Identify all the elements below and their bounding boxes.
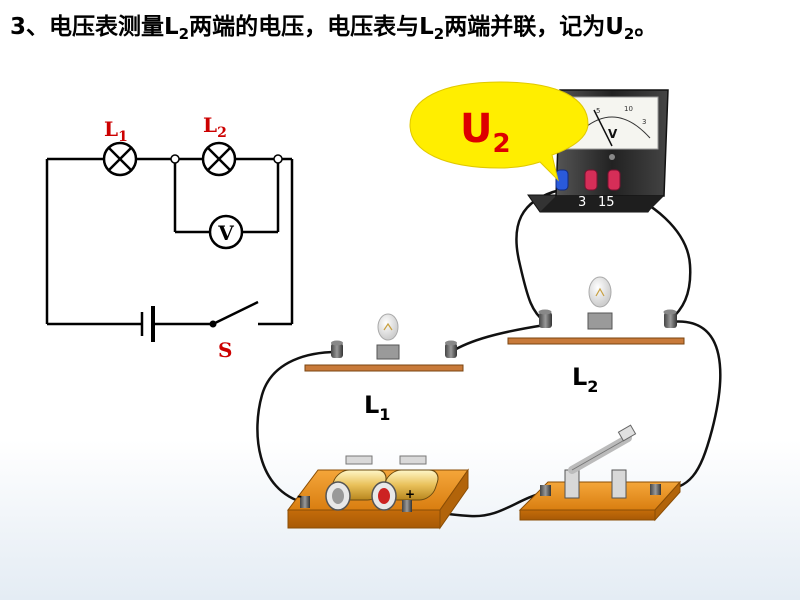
schematic-label-l1: L1 — [104, 117, 128, 145]
meter-needle — [593, 109, 613, 147]
lamp-l2-symbol — [201, 141, 237, 177]
question-number: 3 — [10, 14, 27, 40]
wire — [256, 350, 339, 505]
svg-text:10: 10 — [624, 105, 633, 113]
terminal-label-15: 15 — [598, 195, 615, 210]
junction-dot — [170, 154, 180, 164]
circuit-schematic — [45, 157, 294, 326]
wire — [449, 323, 547, 354]
lamp-l1-symbol — [102, 141, 138, 177]
svg-text:V: V — [217, 221, 234, 245]
board-label-l1: L1 — [364, 391, 390, 424]
l2-symbol: L2 — [419, 14, 445, 43]
battery-symbol — [140, 306, 155, 342]
u2-symbol: U2 — [605, 14, 635, 43]
battery-holder: - + — [287, 455, 469, 530]
board-label-l2: L2 — [572, 363, 598, 396]
switch-symbol — [209, 300, 259, 328]
terminal-label-3: 3 — [578, 195, 586, 210]
svg-text:3: 3 — [642, 118, 646, 126]
junction-dot — [273, 154, 283, 164]
wire — [658, 320, 722, 493]
lamp-l2-board — [507, 276, 685, 345]
lamp-l1-board — [304, 313, 464, 372]
physical-wires — [256, 188, 722, 518]
svg-text:5: 5 — [596, 107, 600, 115]
battery-plus-sign: + — [405, 487, 415, 501]
battery-minus-sign: - — [297, 489, 302, 503]
meter-v-letter: V — [608, 127, 618, 141]
question-text: 3、电压表测量L2两端的电压，电压表与L2两端并联，记为U2。 — [10, 14, 658, 43]
callout-u2: U2 — [409, 81, 589, 182]
callout-text: U2 — [460, 106, 511, 159]
voltmeter-symbol: V — [208, 214, 244, 250]
l2-symbol: L2 — [164, 14, 190, 43]
schematic-label-l2: L2 — [203, 113, 227, 141]
knife-switch — [518, 424, 682, 522]
schematic-label-switch: S — [218, 338, 232, 362]
